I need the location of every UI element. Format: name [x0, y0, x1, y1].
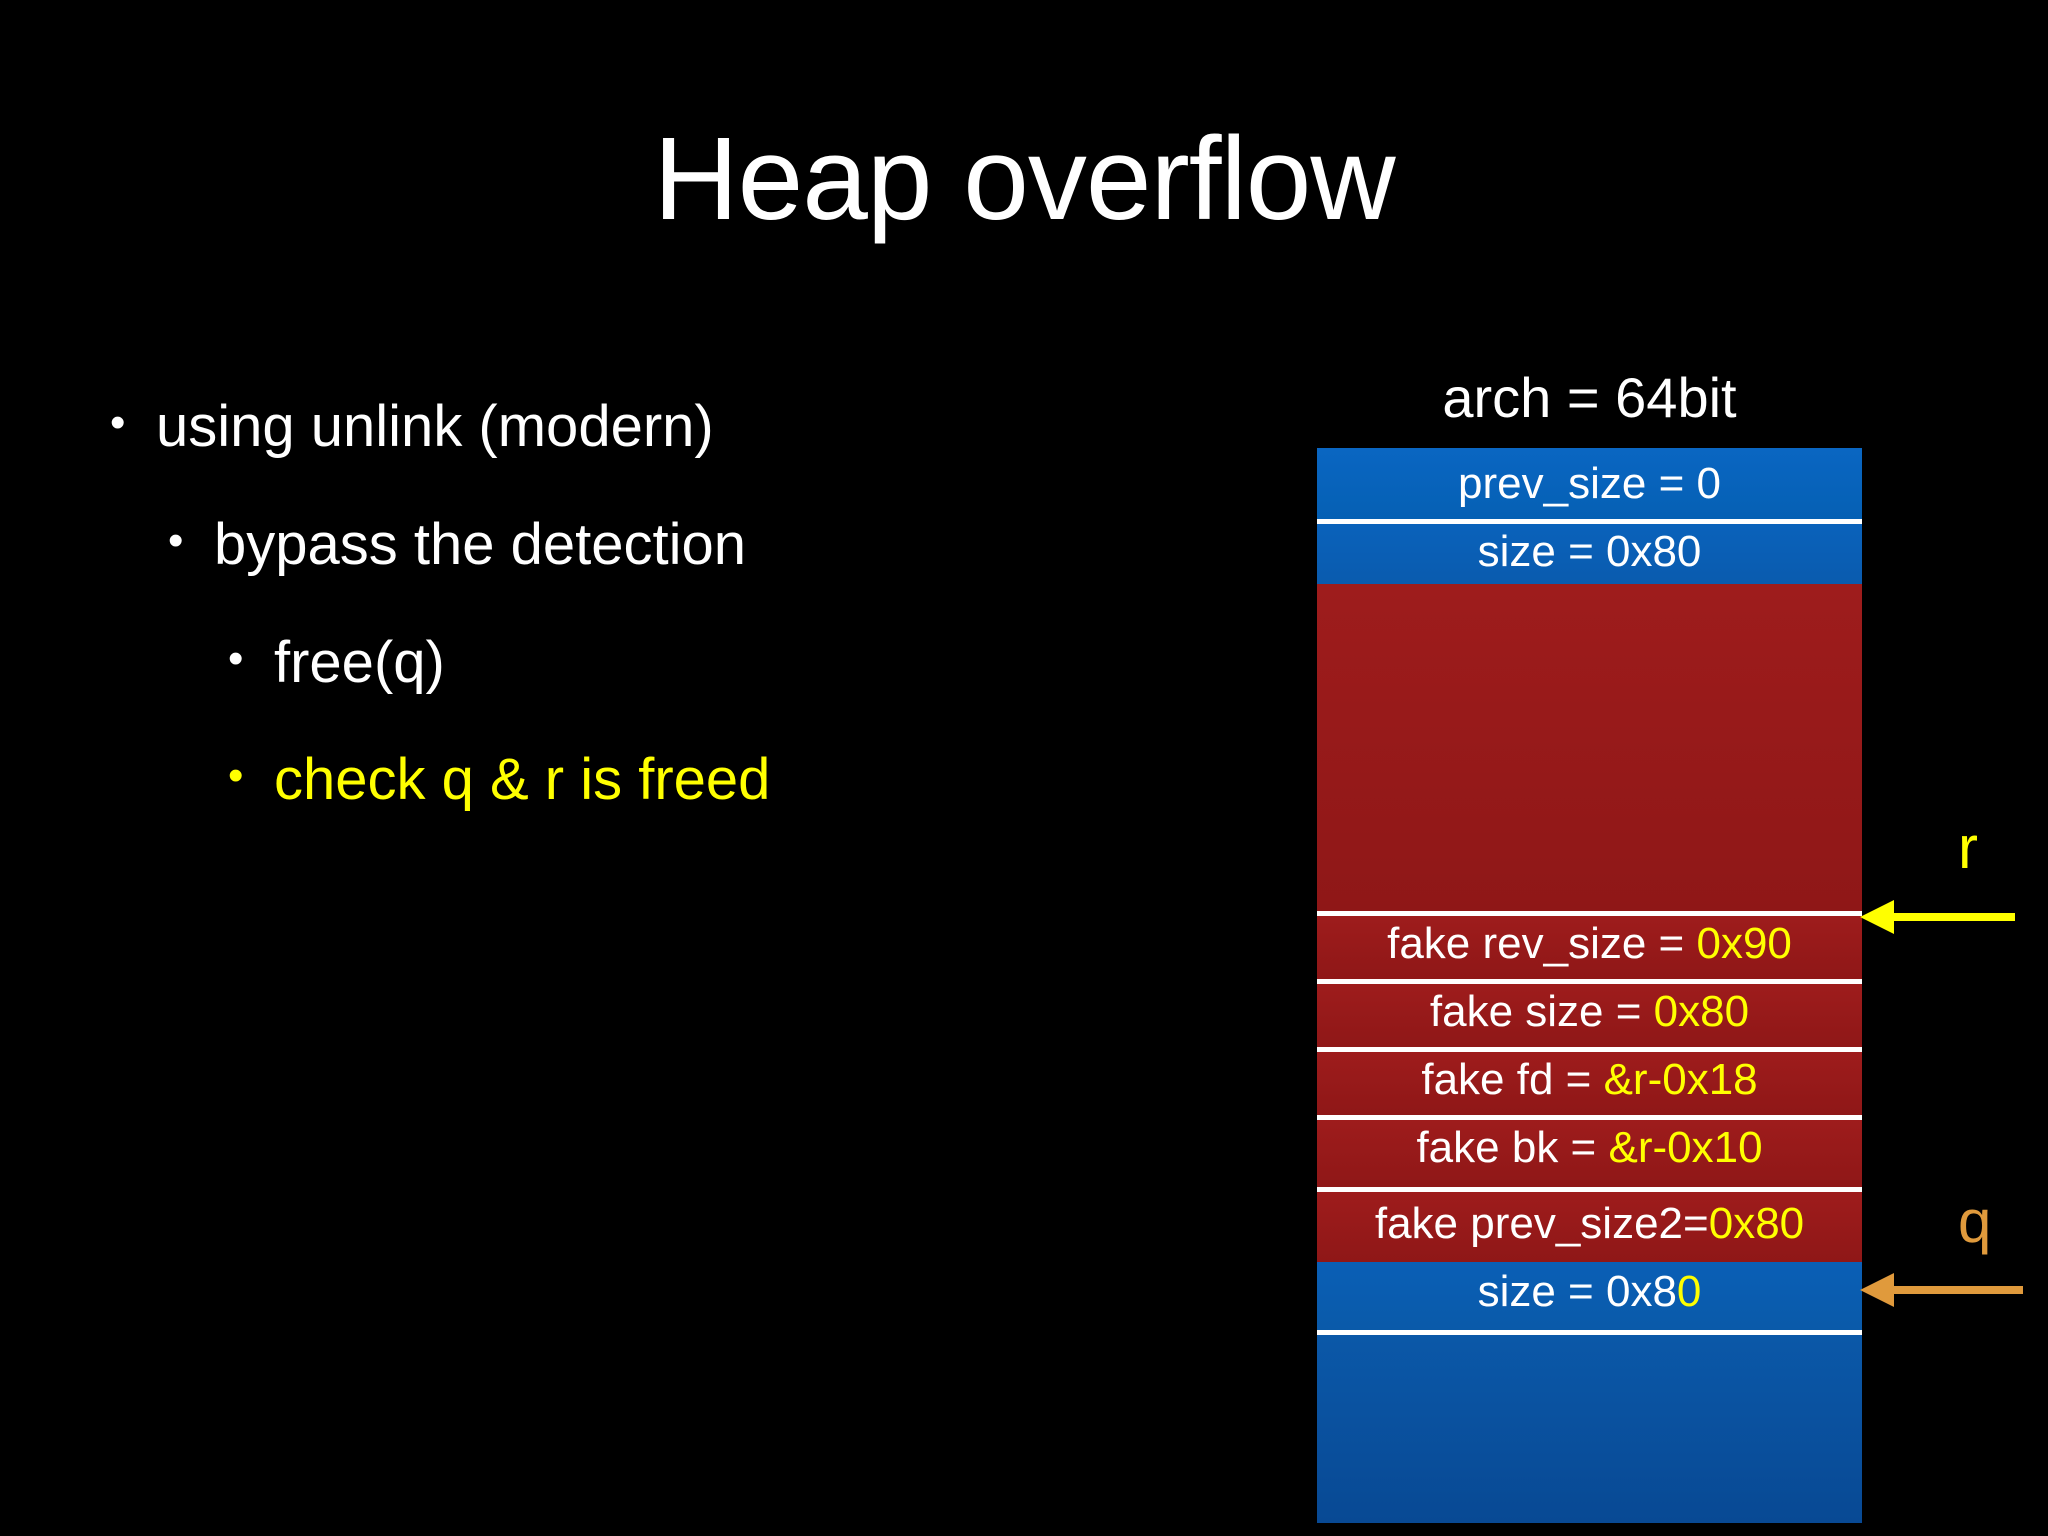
memory-row-fake-rev-size: fake rev_size = 0x90 [1317, 916, 1862, 979]
list-item: • check q & r is freed [228, 748, 1230, 812]
bullet-dot-icon: • [228, 633, 244, 683]
row-separator [1317, 979, 1862, 984]
list-item-label: check q & r is freed [274, 747, 771, 813]
memory-row-fake-rev-size-label: fake rev_size = 0x90 [1387, 919, 1792, 968]
memory-row-size-bottom-value: 0 [1676, 1267, 1702, 1316]
bullet-dot-icon: • [168, 515, 184, 565]
bullet-list: • using unlink (modern) • bypass the det… [110, 395, 1230, 866]
memory-row-fake-size-label: fake size = 0x80 [1429, 987, 1750, 1036]
memory-row-fake-bk: fake bk = &r-0x10 [1317, 1120, 1862, 1187]
memory-row-chunk-body-blue [1317, 1335, 1862, 1523]
pointer-arrow-r-head [1860, 900, 1894, 934]
memory-row-fake-bk-value: &r-0x10 [1608, 1123, 1763, 1172]
list-item-label: bypass the detection [214, 511, 747, 577]
bullet-dot-icon: • [110, 398, 126, 447]
memory-row-chunk-body-red [1317, 584, 1862, 911]
list-item: • free(q) [228, 629, 1230, 695]
list-item-label: free(q) [274, 629, 445, 695]
row-separator [1317, 911, 1862, 916]
memory-row-fake-prev-size2-label: fake prev_size2=0x80 [1374, 1199, 1805, 1248]
row-separator [1317, 1047, 1862, 1052]
memory-row-size-bottom: size = 0x80 [1317, 1262, 1862, 1330]
row-separator [1317, 519, 1862, 524]
memory-row-size-bottom-label: size = 0x80 [1477, 1267, 1702, 1316]
pointer-arrow-q-shaft [1893, 1286, 2023, 1294]
memory-row-prev-size-label: prev_size = 0 [1458, 459, 1721, 508]
list-item-label: using unlink (modern) [156, 394, 714, 459]
memory-row-fake-size: fake size = 0x80 [1317, 984, 1862, 1047]
memory-row-fake-prev-size2-value: 0x80 [1708, 1199, 1805, 1248]
row-separator [1317, 1330, 1862, 1335]
row-separator [1317, 1115, 1862, 1120]
memory-row-size-top: size = 0x80 [1317, 524, 1862, 584]
memory-row-prev-size: prev_size = 0 [1317, 448, 1862, 519]
memory-row-fake-prev-size2: fake prev_size2=0x80 [1317, 1192, 1862, 1262]
memory-row-fake-size-value: 0x80 [1653, 987, 1750, 1036]
arch-label: arch = 64bit [1442, 366, 1737, 429]
memory-row-fake-fd-value: &r-0x18 [1603, 1055, 1758, 1104]
bullet-dot-icon: • [228, 751, 244, 801]
pointer-arrow-q-head [1860, 1273, 1894, 1307]
memory-row-fake-bk-label: fake bk = &r-0x10 [1416, 1123, 1763, 1172]
memory-row-fake-fd: fake fd = &r-0x18 [1317, 1052, 1862, 1115]
list-item: • using unlink (modern) [110, 395, 1230, 459]
pointer-label-r: r [1958, 814, 1978, 881]
row-separator [1317, 1187, 1862, 1192]
page-title: Heap overflow [653, 113, 1395, 245]
pointer-arrow-r-shaft [1893, 913, 2015, 921]
memory-row-fake-fd-label: fake fd = &r-0x18 [1421, 1055, 1758, 1104]
memory-layout-diagram: prev_size = 0 size = 0x80 fake rev_size … [1317, 448, 1862, 1523]
memory-row-size-top-label: size = 0x80 [1477, 527, 1702, 576]
memory-row-fake-rev-size-value: 0x90 [1696, 919, 1792, 968]
list-item: • bypass the detection [168, 511, 1230, 577]
pointer-label-q: q [1958, 1188, 1992, 1255]
